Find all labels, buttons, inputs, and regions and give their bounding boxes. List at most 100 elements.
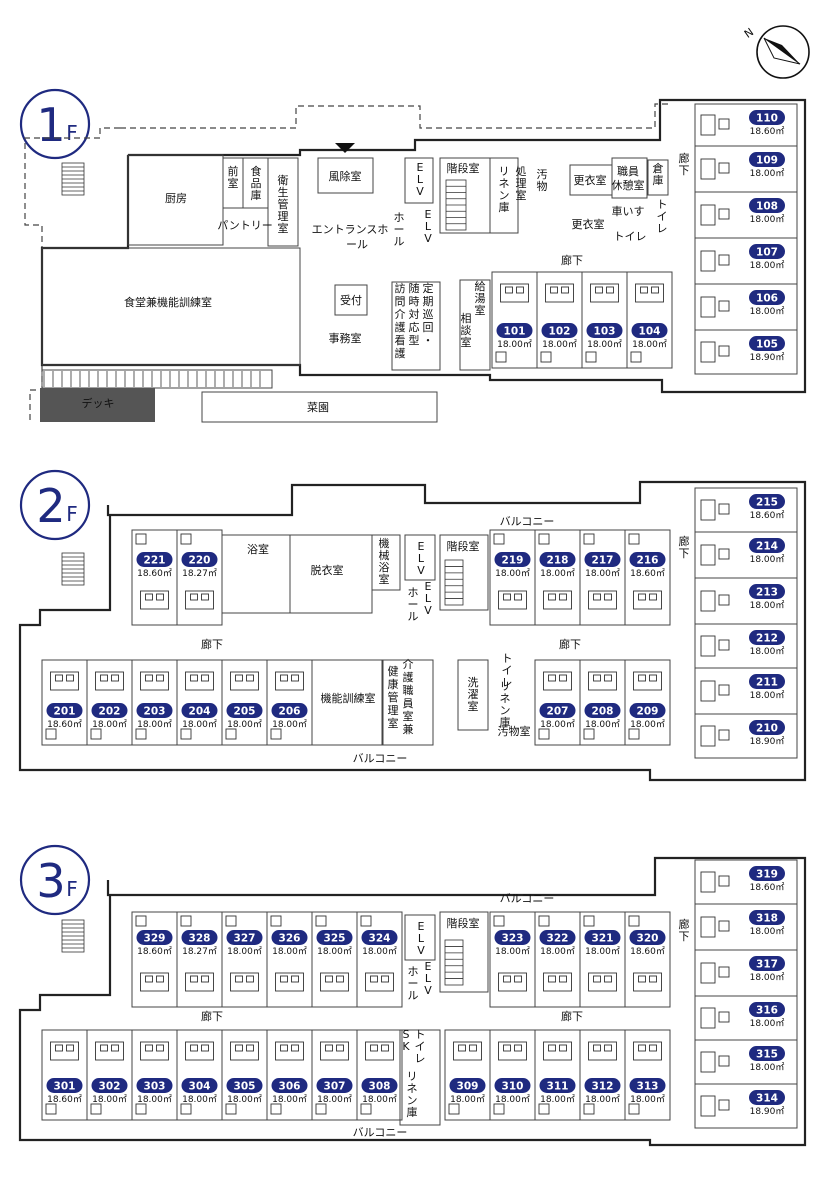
room-label-char: 下	[679, 164, 690, 177]
toilet-symbol	[180, 915, 192, 927]
room-number-badge: 217	[584, 552, 621, 567]
chair-symbol	[718, 875, 730, 887]
room-label-char: 理	[278, 210, 289, 223]
room-number-pill	[316, 930, 353, 945]
room-number: 108	[756, 201, 778, 213]
room-number-badge: 327	[226, 930, 263, 945]
chair-symbol	[235, 975, 243, 983]
room-area: 18.00㎡	[182, 719, 217, 730]
room-label-char: ホ	[408, 965, 419, 978]
room-outline	[221, 659, 268, 746]
dressing-label: 脱衣室	[311, 563, 344, 577]
room-number-badge: 318	[749, 910, 785, 925]
care-staff-room	[382, 659, 434, 746]
toilet-symbol	[538, 1103, 550, 1115]
room-outline	[624, 529, 671, 626]
room-area: 18.00㎡	[630, 719, 665, 730]
room-label-char: 応	[409, 320, 420, 334]
room-number-badge: 208	[584, 703, 621, 718]
room-number-badge: 322	[539, 930, 576, 945]
chair-symbol	[235, 1044, 243, 1052]
room-label-char: 庫	[251, 188, 262, 202]
room-number-badge: 320	[629, 930, 666, 945]
hall-label: ホール	[408, 586, 419, 623]
staff-rest-label: 職員	[617, 165, 639, 178]
toilet-symbol	[448, 1103, 460, 1115]
room-area: 18.00㎡	[632, 339, 667, 350]
room-number: 313	[637, 1081, 659, 1093]
chair-symbol	[718, 639, 730, 651]
bed-symbol	[700, 725, 716, 747]
toilet-symbol	[90, 1103, 102, 1115]
room-number: 101	[504, 326, 526, 338]
room-number: 104	[639, 326, 661, 338]
room-number: 320	[637, 933, 659, 945]
windbreak	[317, 157, 374, 194]
toilet-symbol	[270, 728, 282, 740]
floor-number: 2	[36, 479, 65, 533]
north-arrow-outline	[763, 37, 801, 65]
room-area: 18.90㎡	[750, 1106, 785, 1117]
room-label-char: E	[425, 960, 432, 973]
floor-number: 3	[36, 854, 65, 908]
room-number: 324	[369, 933, 391, 945]
toilet-symbol	[135, 1103, 147, 1115]
chair-symbol	[718, 729, 730, 741]
kitchen-label: 厨房	[165, 192, 187, 205]
room-number-pill	[631, 323, 668, 338]
room-number-pill	[749, 290, 785, 305]
room-number-pill	[586, 323, 623, 338]
room-number-pill	[749, 110, 785, 125]
room-outline	[176, 659, 223, 746]
bed-symbol	[700, 341, 716, 363]
room-label-char: K	[402, 1040, 410, 1053]
room-outline	[581, 271, 628, 369]
room-number-pill	[749, 630, 785, 645]
toilet-symbol	[315, 915, 327, 927]
room-area: 18.00㎡	[317, 1094, 352, 1105]
site-boundary	[120, 103, 670, 129]
elevator-label-2: ELV	[424, 208, 432, 245]
chair-symbol	[190, 1044, 198, 1052]
laundry-label: 洗濯室	[468, 676, 479, 713]
compass: N	[742, 25, 810, 79]
room-number-badge: 104	[631, 323, 668, 338]
room-area: 18.00㎡	[227, 719, 262, 730]
room-number-badge: 305	[226, 1078, 263, 1093]
floor-circle	[19, 844, 91, 916]
room-number-pill	[226, 1078, 263, 1093]
room-number: 304	[189, 1081, 211, 1093]
bed-symbol	[365, 1041, 394, 1061]
room-label-char: V	[424, 984, 432, 997]
room-number-pill	[629, 703, 666, 718]
training-label: 機能訓練室	[321, 691, 376, 705]
hall-label: ホール	[408, 965, 419, 1002]
hall-label: ホール	[394, 211, 405, 248]
chair-symbol	[156, 1044, 164, 1052]
toilet-symbol	[225, 1103, 237, 1115]
room-area: 18.00㎡	[272, 719, 307, 730]
room-number-badge: 312	[584, 1078, 621, 1093]
room-area: 18.60㎡	[137, 568, 172, 579]
room-number-badge: 109	[749, 152, 785, 167]
room-label-char: 廊	[679, 917, 690, 931]
bed-symbol	[453, 1041, 482, 1061]
bed-symbol	[140, 972, 169, 992]
floor-suffix: F	[66, 877, 78, 901]
room-outline	[356, 911, 403, 1008]
room-number-pill	[584, 703, 621, 718]
toilet-symbol	[493, 1103, 505, 1115]
room-outline	[626, 271, 673, 369]
chair-symbol	[145, 674, 153, 682]
bed-symbol	[275, 972, 304, 992]
chair-symbol	[718, 118, 730, 130]
room-number: 327	[234, 933, 256, 945]
room-number-pill	[494, 930, 531, 945]
